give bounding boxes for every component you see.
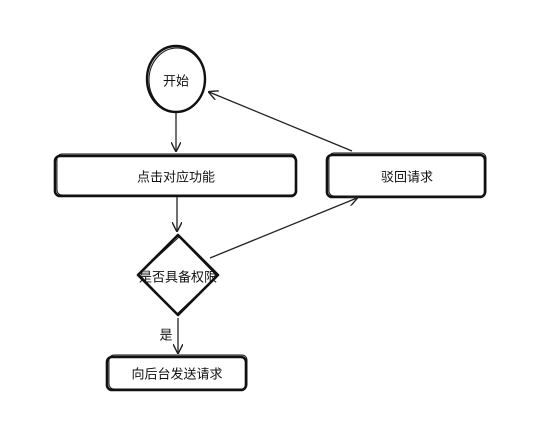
start-node-shape [145, 44, 207, 114]
edge-reject-to-start [209, 92, 353, 152]
click-function-node-label: 点击对应功能 [136, 170, 216, 186]
send-request-node-label: 向后台发送请求 [131, 367, 223, 383]
start-node-label: 开始 [162, 74, 190, 90]
click-function-node-shape [53, 153, 298, 198]
reject-node-label: 驳回请求 [380, 170, 434, 186]
yes-edge-label: 是 [159, 328, 173, 344]
edge-decision-to-reject [209, 198, 357, 259]
decision-node-label: 是否具备权限 [138, 270, 218, 286]
reject-node-shape [325, 152, 487, 199]
decision-node-shape [136, 233, 220, 317]
send-request-node-shape [105, 354, 248, 392]
